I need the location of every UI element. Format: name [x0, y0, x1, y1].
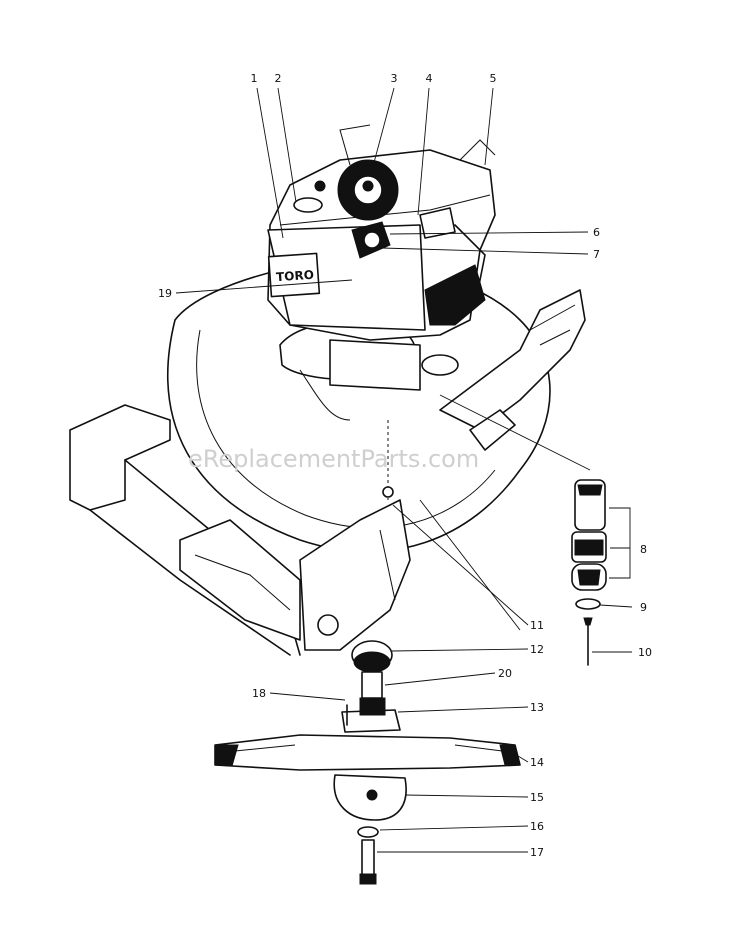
engine: TORO — [267, 124, 496, 391]
callout-15: 15 — [530, 791, 544, 804]
callout-19: 19 — [158, 287, 172, 300]
callout-17: 17 — [530, 846, 544, 859]
callout-14: 14 — [530, 756, 544, 769]
watermark: eReplacementParts.com — [188, 445, 479, 473]
callout-3: 3 — [391, 72, 398, 85]
callout-4: 4 — [426, 72, 433, 85]
callout-10: 10 — [638, 646, 652, 659]
svg-text:TORO: TORO — [276, 268, 315, 285]
callout-16: 16 — [530, 820, 544, 833]
mower-deck — [69, 261, 586, 656]
callout-5: 5 — [490, 72, 497, 85]
height-adjuster-assembly — [571, 479, 607, 666]
callout-7: 7 — [593, 248, 600, 261]
callout-8: 8 — [640, 543, 647, 556]
callout-18: 18 — [252, 687, 266, 700]
blade-assembly — [214, 640, 521, 885]
callout-2: 2 — [275, 72, 282, 85]
callout-11: 11 — [530, 619, 544, 632]
callout-20: 20 — [498, 667, 512, 680]
callout-9: 9 — [640, 601, 647, 614]
leader-lines — [175, 87, 633, 853]
callout-6: 6 — [593, 226, 600, 239]
callout-13: 13 — [530, 701, 544, 714]
callout-12: 12 — [530, 643, 544, 656]
callout-1: 1 — [251, 72, 258, 85]
callout-labels: 1 2 3 4 5 6 7 8 9 10 11 12 13 14 15 16 1… — [158, 72, 652, 859]
